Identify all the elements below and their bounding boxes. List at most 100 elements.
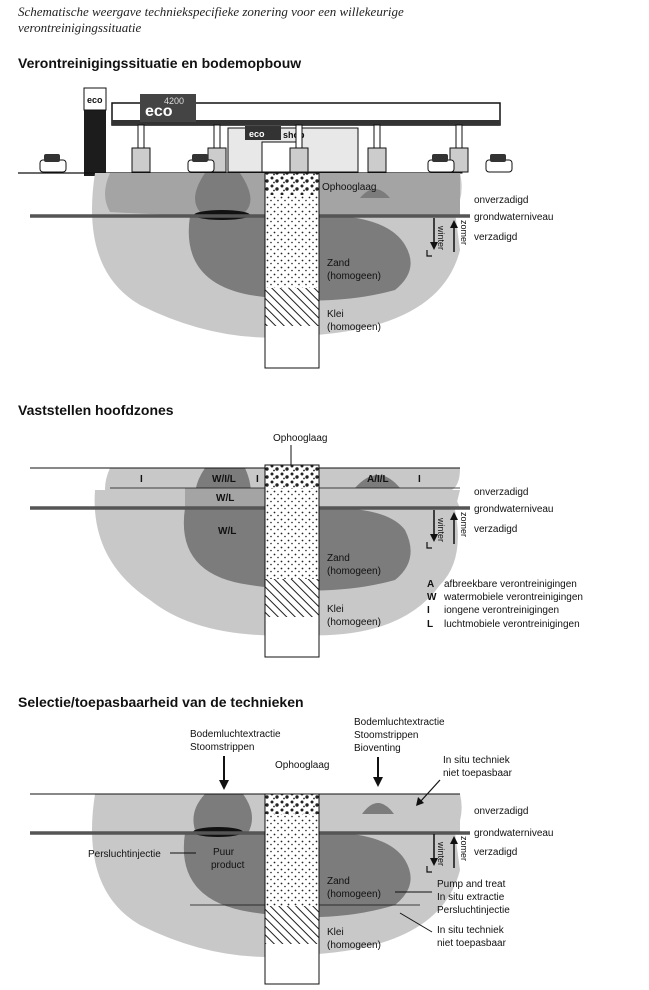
winter-label: winter (436, 841, 446, 866)
car (427, 154, 455, 173)
car (39, 154, 67, 173)
boring-clay (265, 906, 319, 944)
groundwater-label: grondwaterniveau (474, 212, 554, 223)
zomer-label: zomer (459, 512, 469, 537)
fuel-pump (131, 147, 151, 173)
winter-label: winter (436, 517, 446, 542)
pylon-brand-text: eco (87, 95, 103, 105)
legend-key: I (427, 605, 430, 616)
figure-caption: Schematische weergave techniekspecifieke… (18, 4, 404, 36)
boring-gravel (265, 794, 319, 814)
tech-right-1: Bodemluchtextractie (354, 717, 445, 728)
tech-right-3: Bioventing (354, 743, 401, 754)
wl-band (185, 488, 265, 508)
small-plume (360, 189, 390, 198)
zone-label: I (140, 474, 143, 485)
zone-label: W/L (218, 526, 236, 537)
not-applicable-bottom-2: niet toepasbaar (437, 938, 507, 949)
boring-clay (265, 579, 319, 617)
saturated-label: verzadigd (474, 232, 517, 243)
pump-group-2: In situ extractie (437, 892, 505, 903)
pump-group-1: Pump and treat (437, 879, 506, 890)
sand-label-2: (homogeen) (327, 271, 381, 282)
air-sparging-label: Persluchtinjectie (88, 849, 161, 860)
canopy-sign (140, 94, 196, 122)
not-applicable-bottom-1: In situ techniek (437, 925, 505, 936)
sand-label-2: (homogeen) (327, 889, 381, 900)
groundwater-label: grondwaterniveau (474, 828, 554, 839)
boring-gravel (265, 465, 319, 489)
winter-label: winter (436, 225, 446, 250)
panel2-title: Vaststellen hoofdzones (18, 402, 174, 418)
unsaturated-label: onverzadigd (474, 195, 528, 206)
not-applicable-top-1: In situ techniek (443, 755, 511, 766)
shop-brand-text: eco (249, 129, 265, 139)
pointer-line (419, 779, 441, 803)
boring-sand (265, 814, 319, 906)
legend-key: W (427, 592, 437, 603)
canopy-brand-text: eco (145, 103, 173, 120)
caption-line-2: verontreinigingssituatie (18, 20, 142, 35)
unsaturated-core (193, 794, 252, 833)
unsaturated-label: onverzadigd (474, 806, 528, 817)
car (187, 154, 215, 173)
groundwater-label: grondwaterniveau (474, 504, 554, 515)
small-plume (362, 803, 394, 814)
car (485, 154, 513, 173)
clay-label-2: (homogeen) (327, 617, 381, 628)
legend: A afbreekbare verontreinigingen W waterm… (427, 579, 583, 630)
not-applicable-top-2: niet toepasbaar (443, 768, 513, 779)
tech-right-2: Stoomstrippen (354, 730, 418, 741)
boring-sand (265, 489, 319, 579)
layer-fill-label: Ophooglaag (273, 433, 328, 444)
zone-label: I (418, 474, 421, 485)
unsaturated-label: onverzadigd (474, 487, 528, 498)
legend-key: L (427, 619, 433, 630)
pure-product-label-1: Puur (213, 847, 235, 858)
pump-group-3: Persluchtinjectie (437, 905, 510, 916)
pure-product-label-2: product (211, 860, 245, 871)
boring-gravel (265, 173, 319, 195)
zone-label: W/I/L (212, 474, 236, 485)
zone-label: I (256, 474, 259, 485)
panel1-title: Verontreinigingssituatie en bodemopbouw (18, 55, 302, 71)
price-sign-text: 4200 (164, 96, 184, 106)
legend-key: A (427, 579, 434, 590)
sand-label-1: Zand (327, 876, 350, 887)
clay-label-1: Klei (327, 927, 344, 938)
zone-label: W/L (216, 493, 234, 504)
zomer-label: zomer (459, 220, 469, 245)
fuel-pump (289, 147, 309, 173)
clay-label-2: (homogeen) (327, 940, 381, 951)
shop-sign-text: shop (283, 130, 305, 140)
tech-left-1: Bodemluchtextractie (190, 729, 281, 740)
saturated-label: verzadigd (474, 524, 517, 535)
panel3-title: Selectie/toepasbaarheid van de technieke… (18, 694, 304, 710)
caption-line-1: Schematische weergave techniekspecifieke… (18, 4, 404, 19)
gas-station: eco eco 4200 eco shop (39, 87, 513, 176)
clay-label-2: (homogeen) (327, 322, 381, 333)
legend-text: afbreekbare verontreinigingen (444, 579, 577, 590)
legend-text: luchtmobiele verontreinigingen (444, 619, 580, 630)
unsaturated-core (195, 173, 251, 214)
boring-sand (265, 195, 319, 288)
small-plume (355, 475, 400, 488)
zomer-label: zomer (459, 836, 469, 861)
clay-label-1: Klei (327, 604, 344, 615)
panel1-diagram: eco eco 4200 eco shop (18, 87, 554, 369)
saturated-label: verzadigd (474, 847, 517, 858)
zone-label: A/I/L (367, 474, 389, 485)
sand-label-1: Zand (327, 553, 350, 564)
panel3-diagram: Bodemluchtextractie Stoomstrippen Bodeml… (30, 717, 554, 985)
legend-text: watermobiele verontreinigingen (443, 592, 583, 603)
clay-label-1: Klei (327, 309, 344, 320)
layer-fill-label: Ophooglaag (322, 182, 377, 193)
legend-text: iongene verontreinigingen (444, 605, 559, 616)
pointer-line (399, 912, 433, 933)
tech-left-2: Stoomstrippen (190, 742, 254, 753)
panel2-diagram: Ophooglaag I W/I/L I A/I/L I W/L W/L Zan… (30, 433, 583, 658)
sand-label-2: (homogeen) (327, 566, 381, 577)
boring-clay (265, 288, 319, 326)
sand-label-1: Zand (327, 258, 350, 269)
